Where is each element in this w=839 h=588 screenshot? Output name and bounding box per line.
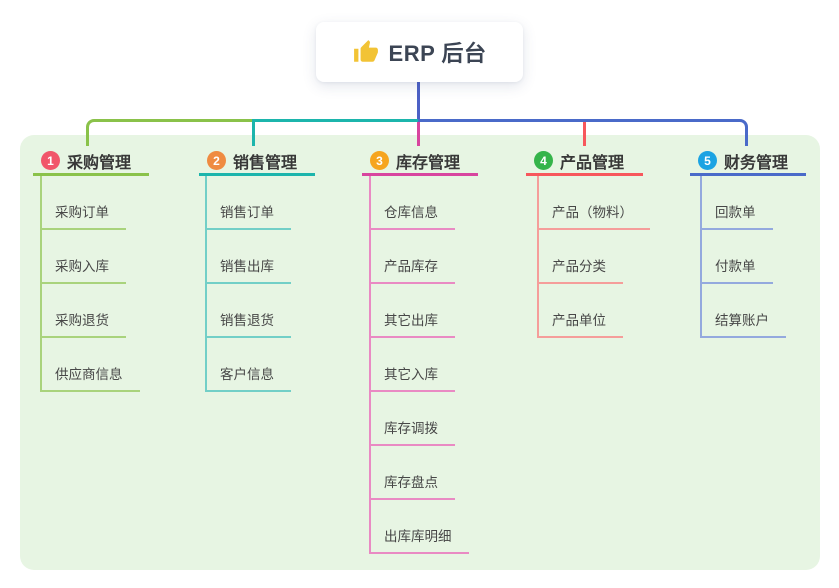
child-node[interactable]: 销售订单 — [205, 176, 291, 230]
root-connector-line — [417, 82, 420, 120]
child-node-label: 库存盘点 — [369, 471, 455, 500]
child-node[interactable]: 采购入库 — [40, 230, 126, 284]
bus-segment-finance — [418, 119, 737, 122]
child-node[interactable]: 产品分类 — [537, 230, 623, 284]
child-node-label: 其它入库 — [369, 363, 455, 392]
child-node-label: 产品（物料） — [537, 201, 650, 230]
child-node-label: 采购入库 — [40, 255, 126, 284]
child-node[interactable]: 采购退货 — [40, 284, 126, 338]
child-node[interactable]: 产品单位 — [537, 284, 623, 338]
child-node-label: 付款单 — [700, 255, 773, 284]
child-node[interactable]: 其它出库 — [369, 284, 455, 338]
drop-line-inventory — [417, 122, 420, 146]
child-node[interactable]: 产品（物料） — [537, 176, 650, 230]
child-node[interactable]: 库存调拨 — [369, 392, 455, 446]
child-node[interactable]: 销售出库 — [205, 230, 291, 284]
child-node-label: 出库库明细 — [369, 525, 469, 554]
child-node-label: 回款单 — [700, 201, 773, 230]
branch-children-connector-line — [537, 176, 539, 338]
drop-line-product — [583, 122, 586, 146]
branch-label: 库存管理 — [396, 154, 461, 172]
child-node-label: 产品库存 — [369, 255, 455, 284]
child-node-label: 客户信息 — [205, 363, 291, 392]
child-node[interactable]: 产品库存 — [369, 230, 455, 284]
child-node-label: 采购退货 — [40, 309, 126, 338]
child-node-label: 销售退货 — [205, 309, 291, 338]
branch-number-badge: 5 — [698, 151, 717, 170]
bus-segment-purchase — [97, 119, 252, 122]
bus-segment-sales — [252, 119, 418, 122]
branch-label: 销售管理 — [233, 154, 298, 172]
branch-label: 采购管理 — [67, 154, 132, 172]
child-node[interactable]: 付款单 — [700, 230, 773, 284]
branch-node[interactable]: 5 财务管理 — [690, 148, 806, 176]
child-node[interactable]: 出库库明细 — [369, 500, 469, 554]
child-node[interactable]: 供应商信息 — [40, 338, 140, 392]
branch-children-connector-line — [369, 176, 371, 554]
child-node-label: 供应商信息 — [40, 363, 140, 392]
child-node-label: 销售出库 — [205, 255, 291, 284]
branch-children-connector-line — [205, 176, 207, 392]
child-node-label: 产品单位 — [537, 309, 623, 338]
branches-panel — [20, 135, 820, 570]
branch-node[interactable]: 1 采购管理 — [33, 148, 149, 176]
branch-node[interactable]: 4 产品管理 — [526, 148, 643, 176]
branch-number-badge: 1 — [41, 151, 60, 170]
child-node-label: 销售订单 — [205, 201, 291, 230]
child-node[interactable]: 采购订单 — [40, 176, 126, 230]
child-node-label: 产品分类 — [537, 255, 623, 284]
root-node[interactable]: ERP 后台 — [316, 22, 523, 82]
branch-number-badge: 3 — [370, 151, 389, 170]
branch-children-connector-line — [700, 176, 702, 338]
child-node[interactable]: 销售退货 — [205, 284, 291, 338]
bus-left-elbow-line — [86, 119, 98, 146]
child-node[interactable]: 库存盘点 — [369, 446, 455, 500]
thumbs-up-icon — [353, 40, 378, 62]
child-node-label: 采购订单 — [40, 201, 126, 230]
child-node-label: 其它出库 — [369, 309, 455, 338]
branch-node[interactable]: 3 库存管理 — [362, 148, 478, 176]
branch-label: 产品管理 — [560, 154, 625, 172]
child-node[interactable]: 客户信息 — [205, 338, 291, 392]
child-node[interactable]: 结算账户 — [700, 284, 786, 338]
drop-line-sales — [252, 119, 255, 146]
branch-label: 财务管理 — [724, 154, 789, 172]
child-node[interactable]: 回款单 — [700, 176, 773, 230]
child-node-label: 结算账户 — [700, 309, 786, 338]
root-title: ERP 后台 — [388, 41, 487, 66]
child-node-label: 仓库信息 — [369, 201, 455, 230]
branch-node[interactable]: 2 销售管理 — [199, 148, 315, 176]
child-node[interactable]: 其它入库 — [369, 338, 455, 392]
child-node-label: 库存调拨 — [369, 417, 455, 446]
branch-children-connector-line — [40, 176, 42, 392]
branch-number-badge: 2 — [207, 151, 226, 170]
child-node[interactable]: 仓库信息 — [369, 176, 455, 230]
branch-number-badge: 4 — [534, 151, 553, 170]
bus-right-elbow-line — [736, 119, 748, 146]
